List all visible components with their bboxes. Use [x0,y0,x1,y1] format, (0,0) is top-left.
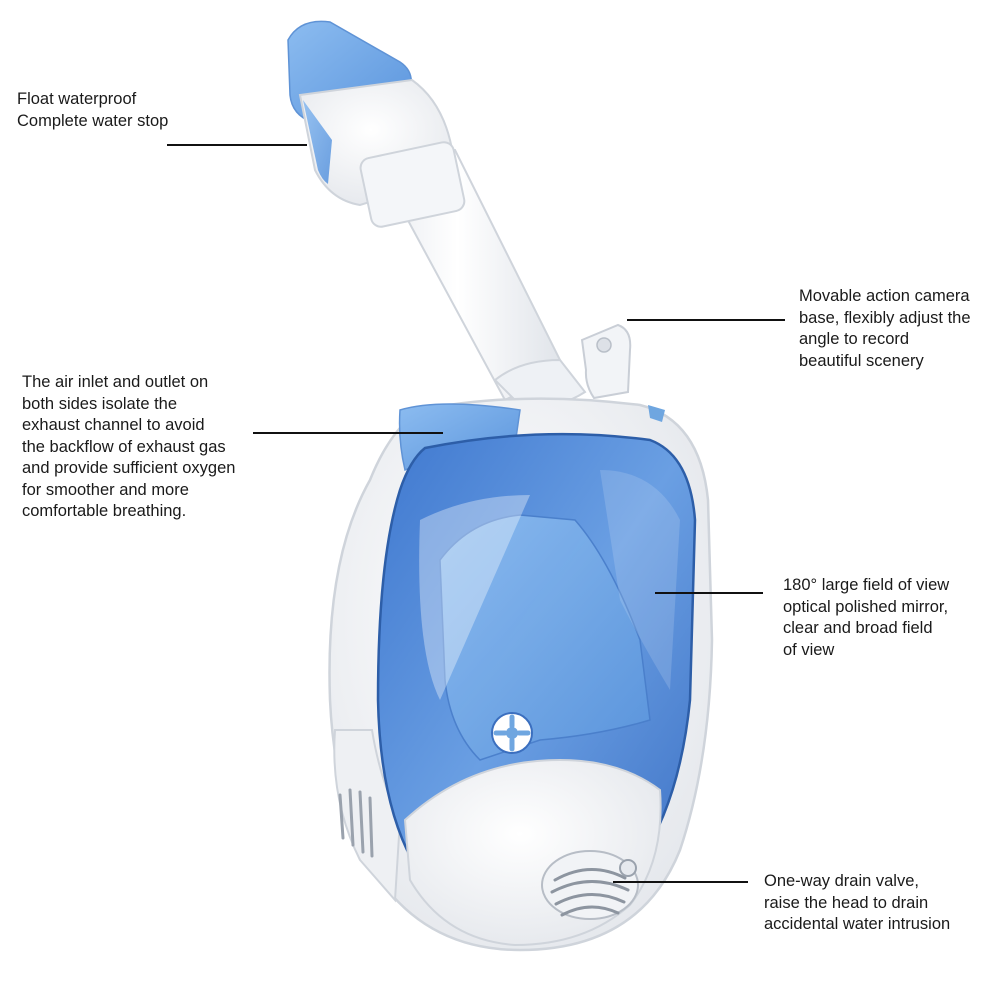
callout-line: accidental water intrusion [764,915,951,933]
callout-drain-leader [613,881,748,883]
callout-float-text: Float waterproof Complete water stop [17,89,168,132]
callout-line: optical polished mirror, [783,597,949,616]
callout-line: The air inlet and outlet on [22,373,209,391]
callout-line: of view [783,640,835,659]
breathing-valve-icon [491,712,533,754]
callout-line: Complete water stop [17,111,169,130]
chin-cup [403,758,662,947]
callout-line: for smoother and more [22,480,189,499]
callout-line: comfortable breathing. [22,502,187,520]
callout-line: clear and broad field [783,619,933,637]
callout-line: One-way drain valve, [764,872,919,890]
callout-line: both sides isolate the [22,394,178,413]
callout-line: Movable action camera [799,287,970,305]
callout-view-leader [655,592,763,594]
drain-valve-icon [541,850,639,920]
callout-view-text: 180° large field of view optical polishe… [783,575,949,661]
callout-camera-text: Movable action camera base, flexibly adj… [799,286,971,372]
callout-line: 180° large field of view [783,576,950,594]
callout-drain-text: One-way drain valve, raise the head to d… [764,871,950,936]
camera-mount [580,323,632,400]
callout-float-leader [167,144,307,146]
callout-camera-leader [627,319,785,321]
callout-line: the backflow of exhaust gas [22,437,226,456]
callout-line: exhaust channel to avoid [22,416,205,434]
callout-line: angle to record [799,330,910,348]
callout-line: Float waterproof [17,90,137,108]
callout-line: base, flexibly adjust the [799,308,971,327]
side-vent-icon [338,788,374,858]
callout-air-text: The air inlet and outlet on both sides i… [22,372,235,523]
callout-line: raise the head to drain [764,893,929,912]
callout-line: beautiful scenery [799,351,924,370]
snorkel-tube [287,20,587,412]
callout-air-leader [253,432,443,434]
callout-line: and provide sufficient oxygen [22,459,236,477]
